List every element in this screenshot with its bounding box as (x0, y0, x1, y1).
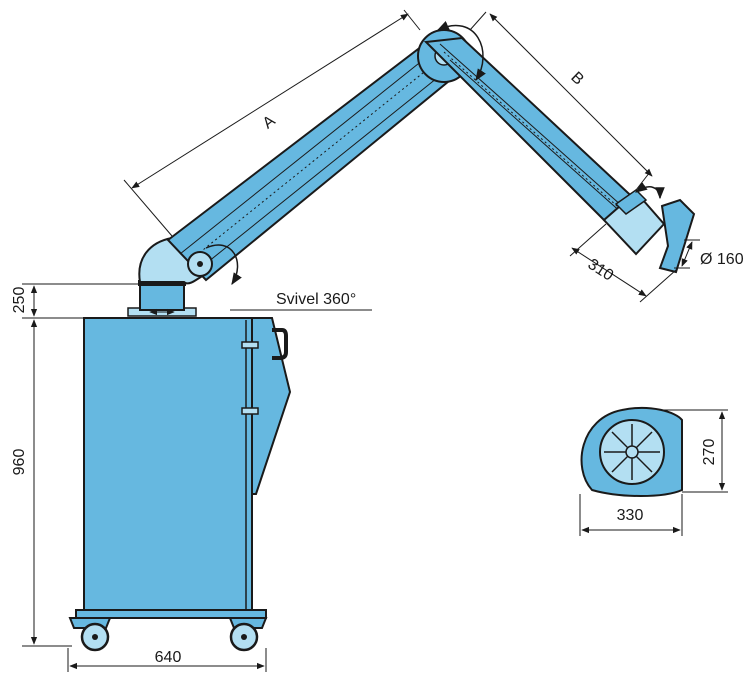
hood-length-label: 310 (585, 256, 617, 285)
arm-a-label: A (260, 112, 279, 132)
cabinet-width-label: 640 (155, 649, 182, 666)
cabinet-height-label: 960 (11, 449, 28, 476)
cabinet-base (75, 609, 267, 619)
swivel-label: Svivel 360° (276, 291, 356, 308)
hood-rotation-arrow (635, 181, 665, 200)
base-rotation-arrow (205, 244, 242, 286)
arm-segment-a (166, 38, 462, 282)
cabinet-handle (272, 328, 288, 360)
hood-flange (658, 198, 696, 274)
hood-diameter-label: Ø 160 (700, 251, 744, 268)
cabinet-latch-top (241, 341, 259, 349)
front-wheel (68, 617, 112, 652)
top-collar (127, 280, 197, 317)
extraction-hood (602, 181, 696, 274)
dimension-lines (22, 9, 700, 672)
top-height-label: 250 (11, 287, 28, 314)
arm-b-label: B (567, 69, 586, 89)
hood-width-label: 330 (617, 507, 644, 524)
hood-front-dimensions (579, 409, 728, 536)
cabinet-body (83, 317, 253, 613)
cabinet-latch-bottom (241, 407, 259, 415)
cabinet (75, 317, 292, 619)
hood-height-label: 270 (701, 439, 718, 466)
rear-wheel (228, 617, 268, 652)
elbow-rotation-arrow (436, 21, 486, 82)
hood-front-view (580, 406, 683, 497)
extraction-arm (138, 21, 644, 286)
